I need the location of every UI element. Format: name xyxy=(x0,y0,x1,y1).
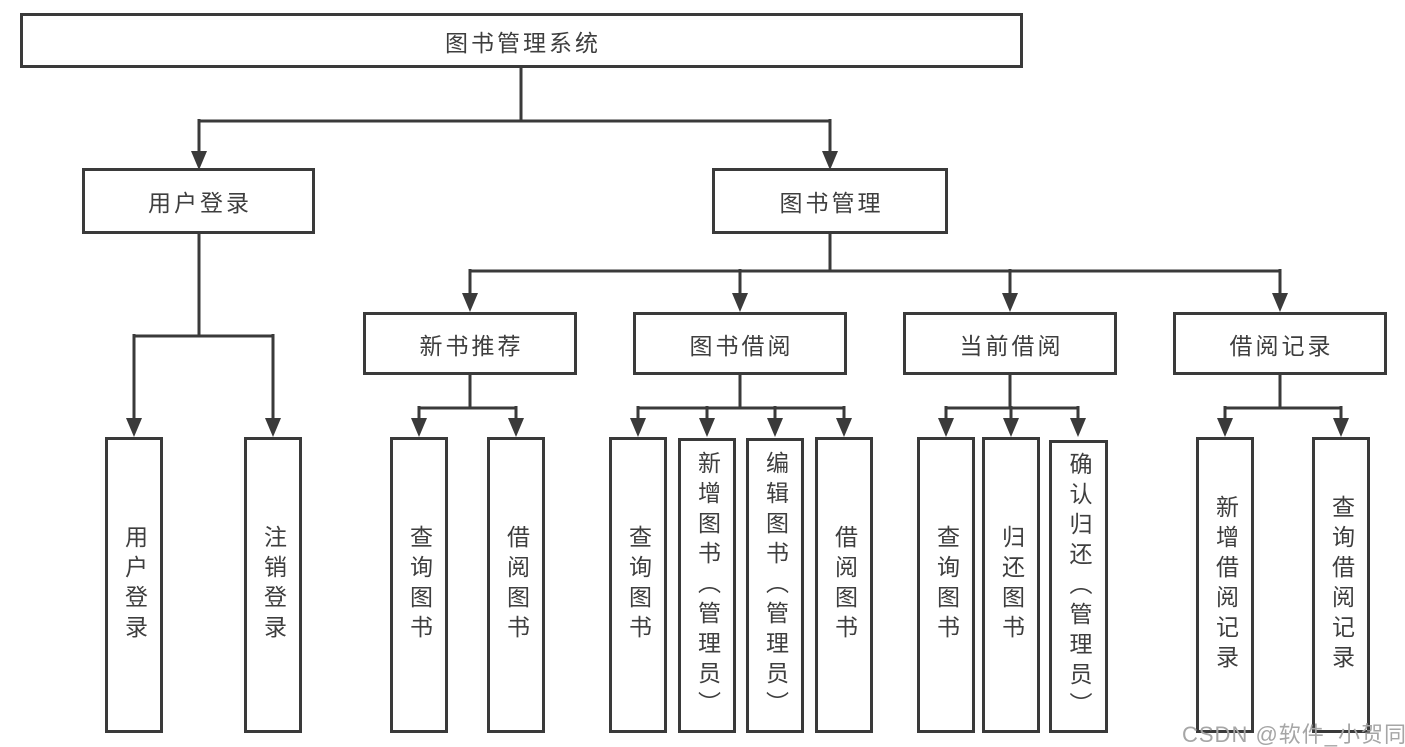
leaf-node-label: 用户登录 xyxy=(121,525,148,645)
branch-node-label: 图书管理 xyxy=(779,190,884,216)
leaf-node-label: 注销登录 xyxy=(260,525,287,645)
group-node-label: 借阅记录 xyxy=(1229,332,1334,359)
group-node-book-borrow: 图书借阅 xyxy=(633,312,847,375)
leaf-node-label: 归还图书 xyxy=(998,525,1025,645)
branch-node-book-management: 图书管理 xyxy=(712,168,948,234)
csdn-watermark: CSDN @软件_小贺同学 xyxy=(1182,722,1405,747)
group-node-label: 新书推荐 xyxy=(419,332,524,359)
root-node-library-management-system: 图书管理系统 xyxy=(20,13,1023,68)
leaf-node-confirm-return-admin: 确认归还（管理员） xyxy=(1049,440,1108,733)
branch-node-user-login: 用户登录 xyxy=(82,168,315,234)
leaf-node-label: 查询图书 xyxy=(406,525,433,645)
leaf-node-logout: 注销登录 xyxy=(244,437,302,733)
leaf-node-label: 查询图书 xyxy=(625,525,652,645)
group-node-label: 当前借阅 xyxy=(959,332,1064,359)
leaf-node-label: 新增图书（管理员） xyxy=(694,450,721,721)
group-node-current-borrow: 当前借阅 xyxy=(903,312,1117,375)
leaf-node-user-login: 用户登录 xyxy=(105,437,163,733)
group-node-borrow-records: 借阅记录 xyxy=(1173,312,1387,375)
leaf-node-label: 新增借阅记录 xyxy=(1212,495,1239,675)
leaf-node-query-borrow-record: 查询借阅记录 xyxy=(1312,437,1370,733)
leaf-node-label: 确认归还（管理员） xyxy=(1066,451,1092,722)
leaf-node-borrow-books-recommend: 借阅图书 xyxy=(487,437,545,733)
leaf-node-label: 借阅图书 xyxy=(831,525,858,645)
leaf-node-query-books-recommend: 查询图书 xyxy=(390,437,448,733)
branch-node-label: 用户登录 xyxy=(148,190,252,216)
leaf-node-label: 查询借阅记录 xyxy=(1328,495,1355,675)
leaf-node-edit-books-admin: 编辑图书（管理员） xyxy=(746,438,804,733)
leaf-node-return-books: 归还图书 xyxy=(982,437,1040,733)
leaf-node-add-borrow-record: 新增借阅记录 xyxy=(1196,437,1254,733)
leaf-node-label: 编辑图书（管理员） xyxy=(762,450,789,721)
leaf-node-label: 查询图书 xyxy=(933,525,960,645)
leaf-node-add-books-admin: 新增图书（管理员） xyxy=(678,438,736,733)
root-node-label: 图书管理系统 xyxy=(445,29,601,56)
leaf-node-borrow-books: 借阅图书 xyxy=(815,437,873,733)
leaf-node-query-books-borrow: 查询图书 xyxy=(609,437,667,733)
group-node-label: 图书借阅 xyxy=(689,332,794,359)
leaf-node-query-books-current: 查询图书 xyxy=(917,437,975,733)
group-node-new-book-recommend: 新书推荐 xyxy=(363,312,577,375)
leaf-node-label: 借阅图书 xyxy=(503,525,530,645)
